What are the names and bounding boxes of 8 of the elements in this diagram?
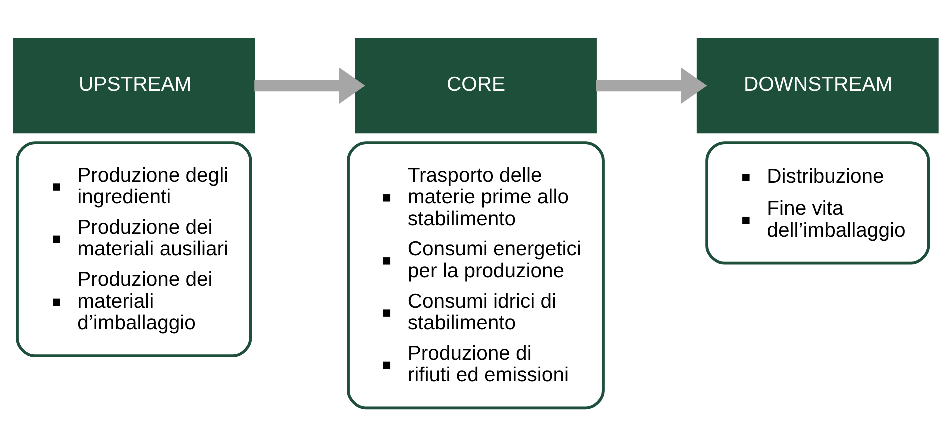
node-box: Distribuzione Fine vita dell’imballaggio <box>706 142 930 265</box>
arrow <box>254 68 366 104</box>
node-box: CORE <box>355 38 597 134</box>
node-box: UPSTREAM <box>13 38 256 134</box>
node-box: Trasporto delle materie prime allo stabilimento Consumi energetici per la produzione Consumi idrici di stabilimento Produzione di rifiuti ed emissioni <box>347 142 605 410</box>
node-box: DOWNSTREAM <box>696 38 939 134</box>
node-box: Produzione degli ingredienti Produzione dei materiali ausiliari Produzione dei materiali d’imballaggio <box>16 142 252 358</box>
arrow <box>596 68 708 104</box>
